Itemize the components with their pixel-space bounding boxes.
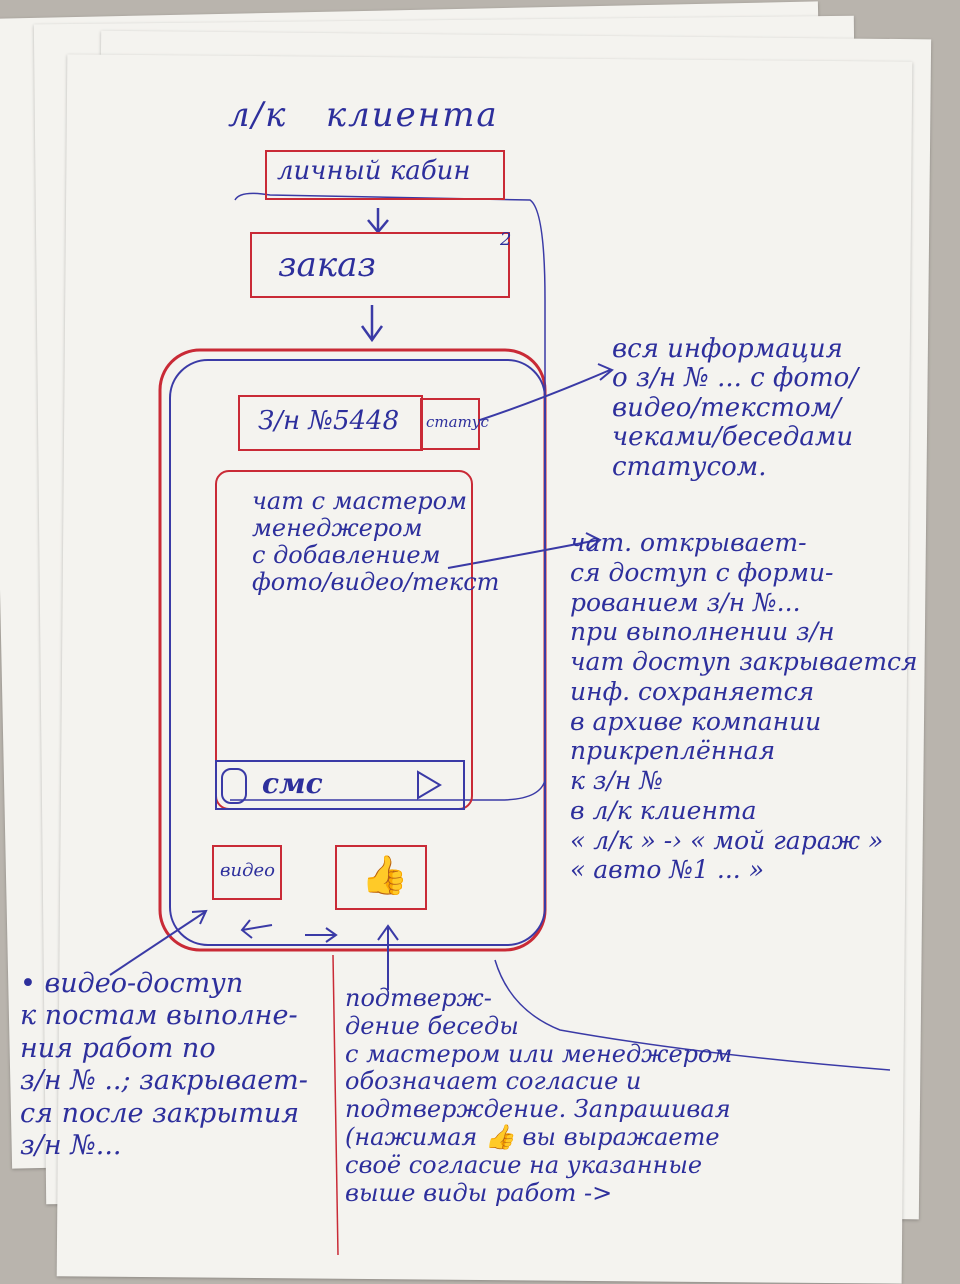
arrow-down-icon — [360, 325, 384, 343]
confirm-note: подтверж- дение беседы с мастером или ме… — [345, 984, 733, 1207]
order-number-bar[interactable]: З/н №5448 — [238, 395, 423, 451]
cabinet-button[interactable]: личный кабин — [265, 150, 505, 200]
arrow-up-icon — [377, 924, 399, 941]
status-label: статус — [426, 413, 489, 431]
chat-input[interactable]: смс — [262, 767, 323, 800]
chat-description: чат с мастером менеджером с добавлением … — [252, 487, 500, 597]
cabinet-label: личный кабин — [277, 156, 471, 186]
status-button[interactable]: статус — [420, 398, 489, 450]
page-title: л/к клиента — [228, 95, 499, 135]
arrow-right-icon — [597, 363, 614, 381]
order-label: заказ — [278, 245, 376, 285]
order-number: З/н №5448 — [258, 406, 400, 436]
arrow-up-icon — [191, 909, 208, 925]
attach-button[interactable] — [221, 768, 247, 804]
arrow-right-icon — [585, 532, 602, 551]
chat-note: чат. открывает- ся доступ с форми- рован… — [570, 528, 918, 885]
video-button[interactable]: видео — [212, 845, 282, 900]
video-note: • видео-доступ к постам выполне- ния раб… — [20, 968, 308, 1161]
nav-left-right-icon — [240, 919, 273, 939]
like-button[interactable]: 👍 — [335, 845, 427, 910]
status-note: вся информация о з/н № ... с фото/ видео… — [612, 334, 859, 482]
thumbs-up-icon: 👍 — [361, 853, 409, 897]
order-badge: 2 — [500, 229, 512, 250]
phone-back-frame — [230, 192, 546, 801]
order-button[interactable]: заказ 2 — [250, 229, 512, 298]
video-button-label: видео — [220, 860, 275, 881]
chat-input-row: смс — [215, 760, 465, 810]
chat-window[interactable]: чат с мастером менеджером с добавлением … — [215, 470, 499, 810]
send-icon — [417, 770, 442, 800]
nav-right-icon — [305, 927, 338, 943]
